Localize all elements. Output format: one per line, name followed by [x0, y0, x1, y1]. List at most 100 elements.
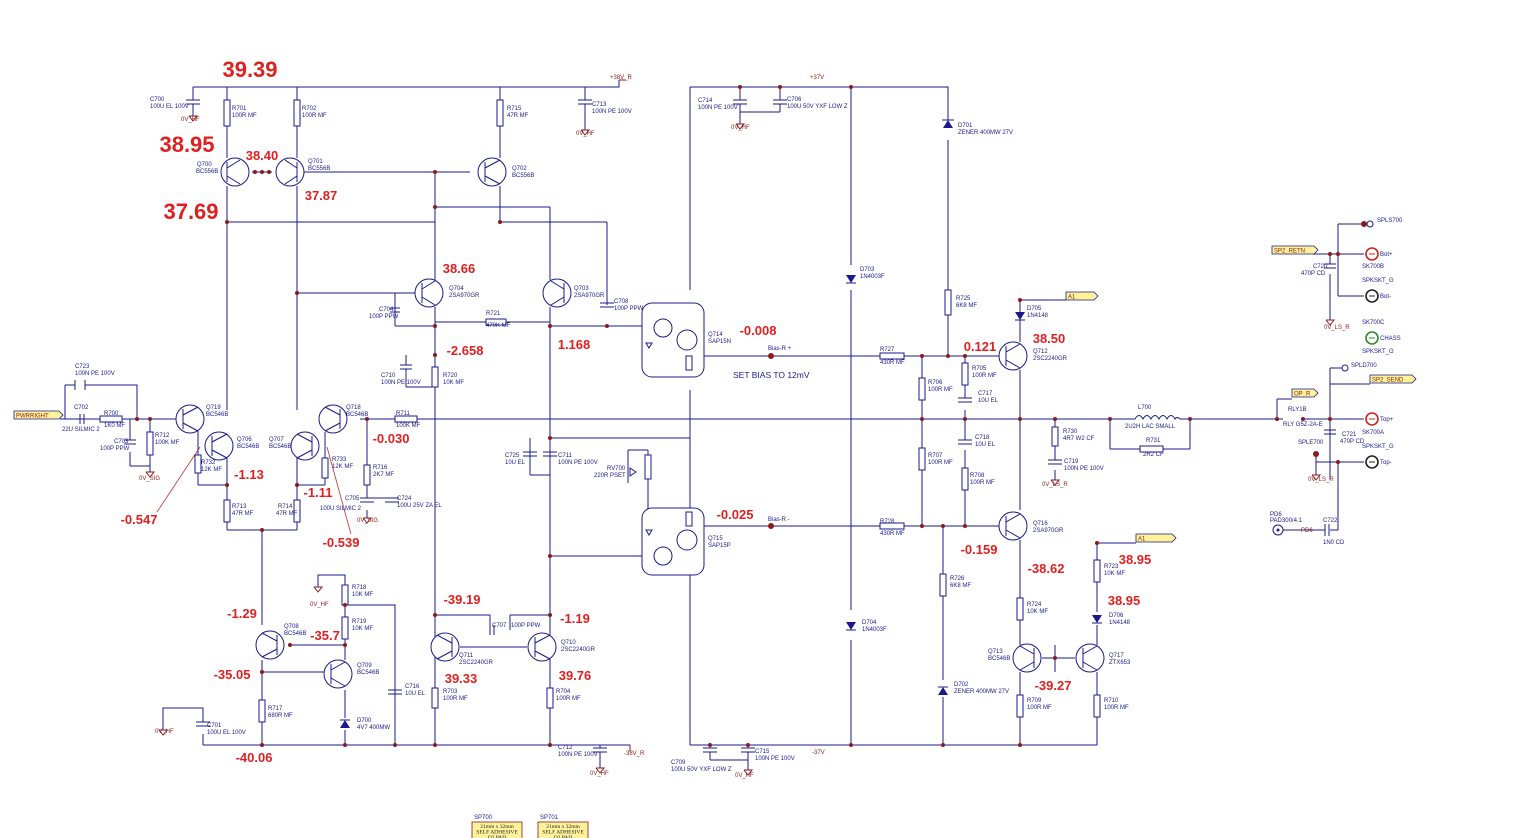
component-label: Bias-R - [768, 517, 790, 523]
component-label: D702 [954, 682, 969, 688]
component-label: C723 [75, 364, 90, 370]
component-label: R725 [956, 296, 971, 302]
component-label: SPKSKT_G [1362, 349, 1394, 355]
component-label: 100U 25V ZA EL [397, 503, 442, 509]
component-label: SAP15P [708, 543, 731, 549]
component-label: 0V_LS_R [1308, 477, 1334, 483]
transistor-q702 [477, 157, 507, 187]
component-label: 4R7 W2 CF [1063, 436, 1095, 442]
component-label: BC546B [988, 656, 1010, 662]
voltage-reading-v25: -35.7 [310, 628, 340, 643]
voltage-reading-v29: -39.27 [1035, 678, 1072, 693]
component-label: ZENER 400MW 27V [958, 130, 1013, 136]
pad-text: SELF ADHESIVE [476, 830, 518, 836]
component-label: BC556B [308, 166, 330, 172]
component-label: C717 [978, 391, 993, 397]
component-label: C715 [755, 749, 770, 755]
component-label: R724 [1027, 602, 1042, 608]
component-label: 0V_SIG [139, 476, 160, 482]
component-label: BC546B [357, 670, 379, 676]
component-label: 100U 50V YXF LOW Z [671, 767, 732, 773]
component-label: 100N PE 100V [75, 371, 115, 377]
potentiometer-rv700 [629, 467, 637, 477]
component-label: Q708 [284, 624, 299, 630]
component-label: R712 [155, 433, 170, 439]
component-label: 100N PE 100V [592, 109, 632, 115]
component-label: RLY G5Z-2A-E [1283, 422, 1323, 428]
component-label: C704 [379, 307, 394, 313]
component-label: 2SA970GR [1033, 528, 1064, 534]
component-label: R727 [880, 347, 895, 353]
component-label: C709 [671, 760, 686, 766]
component-label: R728 [880, 519, 895, 525]
component-label: SK700C [1362, 320, 1385, 326]
component-label: Q718 [346, 405, 361, 411]
net-port-label: PWRRIGHT [16, 414, 49, 420]
component-label: Q717 [1109, 653, 1124, 659]
component-label: D704 [862, 620, 877, 626]
component-label: C703 [114, 439, 129, 445]
terminal-label: Top+ [1380, 417, 1394, 423]
component-label: 1K0 MF [104, 423, 125, 429]
voltage-reading-v2: 38.95 [159, 132, 214, 157]
component-label: BC556B [196, 169, 218, 175]
component-label: C708 [614, 299, 629, 305]
component-label: Bias-R + [768, 346, 792, 352]
component-label: 4V7 400MW [357, 725, 390, 731]
voltage-reading-v24: -1.29 [227, 606, 257, 621]
component-label: SPKSKT_G [1362, 278, 1394, 284]
voltage-reading-v12: -0.030 [373, 431, 410, 446]
component-label: 100R MF [556, 696, 581, 702]
transistor-q714 [641, 302, 705, 378]
component-label: C713 [592, 102, 607, 108]
component-label: L700 [1138, 405, 1152, 411]
component-label: Q714 [708, 332, 723, 338]
voltage-reading-v13: -1.13 [234, 467, 264, 482]
component-label: 0V_LS_R [1324, 325, 1350, 331]
component-label: 100R MF [232, 113, 257, 119]
component-label: 10K MF [352, 592, 373, 598]
component-label: C712 [558, 745, 573, 751]
component-label: BC556B [512, 173, 534, 179]
component-label: 22U SILMIC 2 [62, 427, 100, 433]
component-label: 1N4003F [862, 627, 887, 633]
transistor-q708 [255, 630, 285, 660]
component-label: ZENER 400MW 27V [954, 689, 1009, 695]
component-label: 100K MF [155, 440, 180, 446]
component-label: 100U 50V YXF LOW Z [787, 104, 848, 110]
component-label: 100R MF [443, 696, 468, 702]
transistor-q709 [323, 659, 353, 689]
component-label: 100U SILMIC 2 [320, 506, 362, 512]
component-label: 0V_HF [735, 773, 754, 779]
component-label: R720 [443, 373, 458, 379]
component-label: C724 [397, 496, 412, 502]
component-label: C706 [787, 97, 802, 103]
component-label: SAP15N [708, 339, 731, 345]
component-label: 10U EL [975, 442, 996, 448]
component-label: Q715 [708, 536, 723, 542]
component-label: C701 [207, 723, 222, 729]
net-port-label: SP2_SEND [1372, 378, 1404, 384]
component-label: Q711 [459, 653, 474, 659]
component-label: BC546B [237, 444, 259, 450]
component-label: Q703 [574, 286, 589, 292]
voltage-reading-v9: -0.008 [740, 323, 777, 338]
component-label: D700 [357, 718, 372, 724]
net-port-label: A1 [1138, 537, 1146, 543]
component-label: R706 [928, 380, 943, 386]
component-label: 47R MF [507, 113, 529, 119]
pad-text: O2 PAD [488, 835, 507, 838]
transistor-q703 [542, 278, 572, 308]
component-label: 2SC2240GR [561, 647, 596, 653]
component-label: 100K MF [396, 423, 421, 429]
diodes [340, 119, 1102, 728]
voltage-reading-v3: 38.40 [246, 148, 279, 163]
resistors [99, 99, 1164, 723]
component-label: C702 [74, 405, 89, 411]
voltage-reading-v6: 38.66 [443, 261, 476, 276]
transistor-q711 [430, 632, 460, 662]
component-label: 12K MF [332, 464, 353, 470]
component-label: 100P PPW [614, 306, 644, 312]
